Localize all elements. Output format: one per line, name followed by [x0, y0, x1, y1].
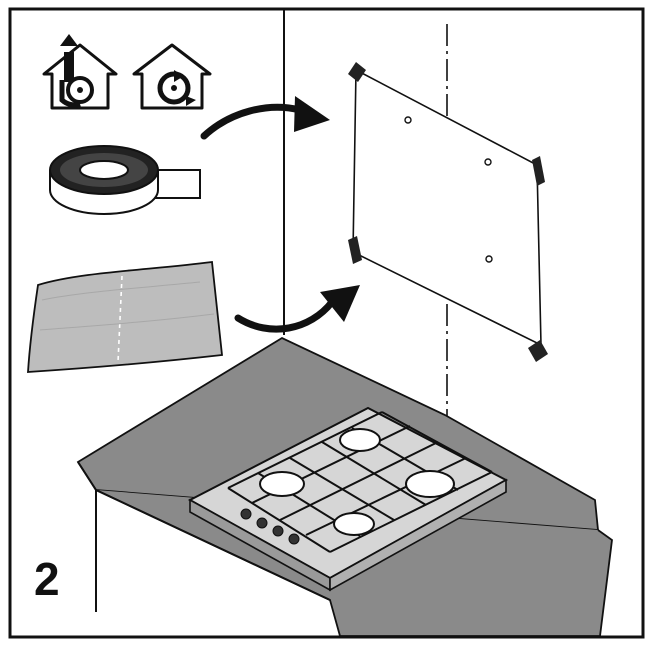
step-number: 2 — [34, 553, 60, 605]
burner-rear-right — [339, 428, 381, 452]
gas-hob — [187, 406, 509, 592]
template-hole-1 — [404, 116, 412, 124]
knob-2 — [256, 517, 268, 529]
template-hole-3 — [485, 255, 493, 263]
adhesive-tape-icon — [49, 145, 201, 215]
tape-strip-tr — [532, 156, 545, 186]
tape-strip-bl — [348, 236, 362, 264]
knob-3 — [272, 525, 284, 537]
recirculation-icon — [132, 43, 212, 110]
burner-rear-left — [259, 471, 305, 497]
tape-strip-br — [528, 340, 548, 362]
tape-strip-tl — [348, 62, 366, 82]
burner-front-right — [405, 470, 455, 498]
arrow-tape-to-template — [200, 96, 330, 140]
paper-template-icon — [27, 260, 223, 373]
burner-front-left — [333, 512, 375, 536]
duct-extraction-icon — [42, 34, 118, 110]
knob-4 — [288, 533, 300, 545]
knob-1 — [240, 508, 252, 520]
wall-template — [348, 62, 548, 362]
arrow-paper-to-template — [234, 285, 360, 333]
template-hole-2 — [484, 158, 492, 166]
